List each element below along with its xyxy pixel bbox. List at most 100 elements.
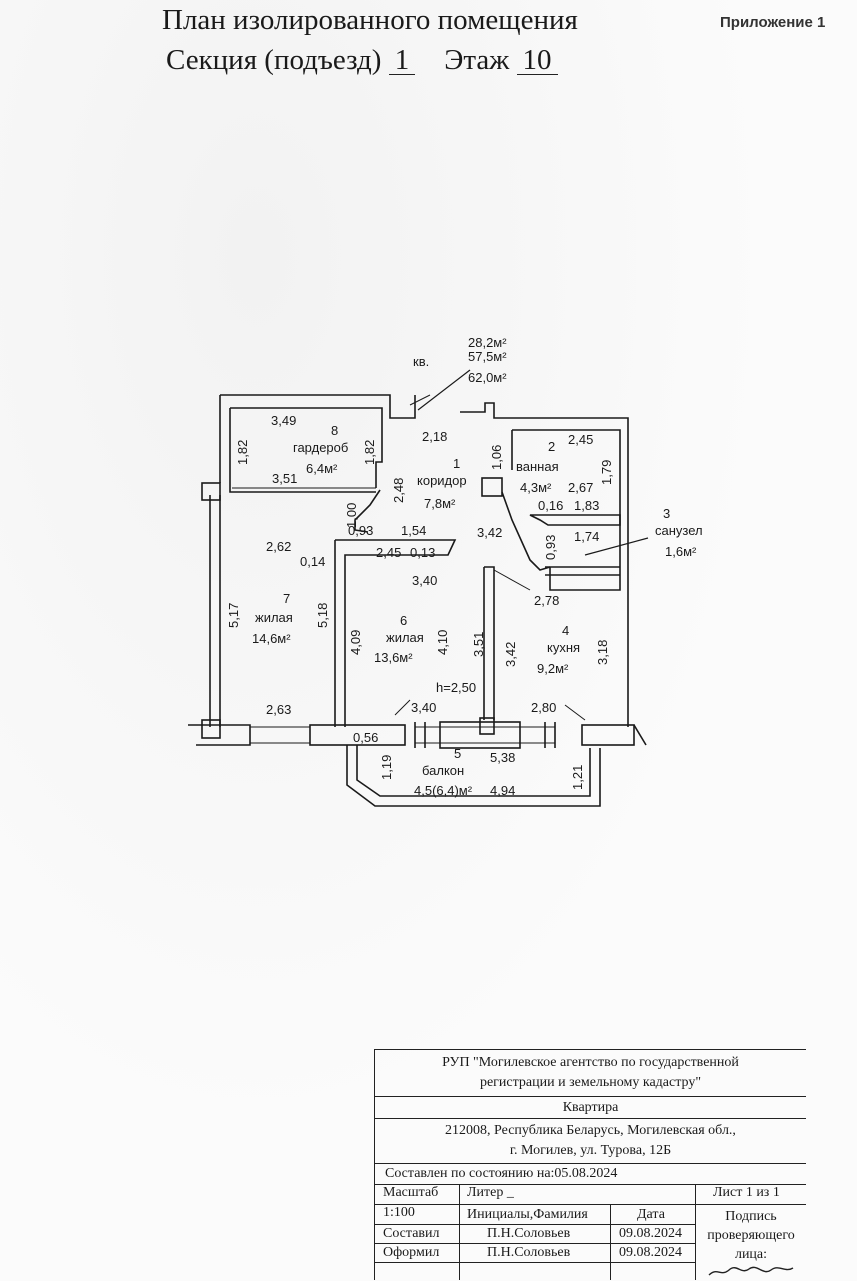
room-3-area: 1,6м²	[665, 544, 697, 559]
handwritten-signature	[708, 1266, 794, 1276]
column-left	[201, 482, 221, 501]
room-8-number: 8	[331, 423, 338, 438]
dim-3-42-a: 3,42	[477, 525, 502, 540]
dim-5-17: 5,17	[226, 603, 241, 628]
org-line-2: регистрации и земельному кадастру"	[479, 1075, 702, 1090]
dim-3-49: 3,49	[271, 413, 296, 428]
dim-5-38: 5,38	[490, 750, 515, 765]
signature-table	[375, 1184, 806, 1281]
dim-0-16: 0,16	[538, 498, 563, 513]
scale-label: Масштаб	[383, 1185, 439, 1200]
title-block: РУП "Могилевское агентство по государств…	[374, 1049, 806, 1280]
dim-0-13: 0,13	[410, 545, 435, 560]
room-3-name: санузел	[655, 523, 703, 538]
initials-header: Инициалы,Фамилия	[467, 1207, 588, 1222]
issued-label: Оформил	[383, 1245, 440, 1260]
dim-2-48: 2,48	[391, 478, 406, 503]
dim-3-51-a: 3,51	[272, 471, 297, 486]
dim-0-14: 0,14	[300, 554, 325, 569]
dim-3-51-b: 3,51	[471, 632, 486, 657]
facade-left	[188, 724, 251, 746]
area-total-balcony: 62,0м²	[468, 370, 507, 385]
floor-value: 10	[516, 46, 558, 75]
room-4-name: кухня	[547, 640, 580, 655]
object-type: Квартира	[562, 1100, 619, 1115]
org-line-1: РУП "Могилевское агентство по государств…	[442, 1055, 739, 1070]
column-center	[481, 477, 503, 497]
dim-1-19: 1,19	[379, 755, 394, 780]
areas-prefix: кв.	[413, 354, 429, 369]
room-7-area: 14,6м²	[252, 631, 291, 646]
dim-1-54: 1,54	[401, 523, 426, 538]
outer-wall-left	[209, 495, 221, 727]
signature-header: Подпись проверяющего лица:	[707, 1209, 795, 1262]
outer-wall-right	[460, 402, 629, 727]
dim-4-10: 4,10	[435, 630, 450, 655]
room-4-number: 4	[562, 623, 569, 638]
area-total: 57,5м²	[468, 349, 507, 364]
state-date: Составлен по состоянию на:05.08.2024	[385, 1166, 618, 1181]
dim-0-56: 0,56	[353, 730, 378, 745]
liter-label: Литер _	[467, 1185, 514, 1200]
sheet-label: Лист 1 из 1	[713, 1185, 780, 1200]
room-1-name: коридор	[417, 473, 467, 488]
room-6-number: 6	[400, 613, 407, 628]
ceiling-height: h=2,50	[436, 680, 476, 695]
dim-2-78: 2,78	[534, 593, 559, 608]
state-date-row: Составлен по состоянию на:05.08.2024	[375, 1163, 806, 1184]
dim-0-93-b: 0,93	[543, 535, 558, 560]
dim-2-62: 2,62	[266, 539, 291, 554]
dim-3-18: 3,18	[595, 640, 610, 665]
room-4-area: 9,2м²	[537, 661, 569, 676]
partition-room6	[335, 539, 457, 727]
appendix-label: Приложение 1	[720, 14, 826, 31]
dim-1-74: 1,74	[574, 529, 599, 544]
room-8-area: 6,4м²	[306, 461, 338, 476]
dim-3-40-a: 3,40	[412, 573, 437, 588]
dim-2-80: 2,80	[531, 700, 556, 715]
plan-title: План изолированного помещения	[162, 4, 578, 36]
dim-2-45-b: 2,45	[568, 432, 593, 447]
room-1-area: 7,8м²	[424, 496, 456, 511]
area-living: 28,2м²	[468, 335, 507, 350]
dim-3-42-b: 3,42	[503, 642, 518, 667]
room-1-number: 1	[453, 456, 460, 471]
floor-label: Этаж	[444, 44, 510, 76]
room-5-number: 5	[454, 746, 461, 761]
room-8-name: гардероб	[293, 440, 348, 455]
dim-4-09: 4,09	[348, 630, 363, 655]
room-5-name: балкон	[422, 763, 464, 778]
dim-2-18: 2,18	[422, 429, 447, 444]
dim-2-63: 2,63	[266, 702, 291, 717]
dim-2-45-a: 2,45	[376, 545, 401, 560]
room-2-number: 2	[548, 439, 555, 454]
dim-1-79: 1,79	[599, 460, 614, 485]
dim-0-93-a: 0,93	[348, 523, 373, 538]
balcony-outline	[346, 745, 601, 807]
dim-1-06: 1,06	[489, 445, 504, 470]
room-2-area: 4,3м²	[520, 480, 552, 495]
section-floor-line: Секция (подъезд) 1 Этаж 10	[166, 44, 558, 77]
dim-5-18: 5,18	[315, 603, 330, 628]
room-6-area: 13,6м²	[374, 650, 413, 665]
compiled-name: П.Н.Соловьев	[487, 1226, 571, 1241]
section-label: Секция (подъезд)	[166, 44, 382, 76]
dim-1-21: 1,21	[570, 765, 585, 790]
room-7-number: 7	[283, 591, 290, 606]
compiled-label: Составил	[383, 1226, 440, 1241]
issued-date: 09.08.2024	[619, 1245, 682, 1260]
address-row: 212008, Республика Беларусь, Могилевская…	[375, 1118, 806, 1165]
section-value: 1	[388, 46, 416, 75]
room-6-name: жилая	[386, 630, 424, 645]
date-header: Дата	[637, 1207, 665, 1222]
dim-3-40-b: 3,40	[411, 700, 436, 715]
room-3-number: 3	[663, 506, 670, 521]
room-2-name: ванная	[516, 459, 559, 474]
compiled-date: 09.08.2024	[619, 1226, 682, 1241]
room-7-name: жилая	[255, 610, 293, 625]
dim-2-67: 2,67	[568, 480, 593, 495]
org-row: РУП "Могилевское агентство по государств…	[375, 1049, 806, 1099]
address-line-2: г. Могилев, ул. Турова, 12Б	[509, 1143, 672, 1158]
